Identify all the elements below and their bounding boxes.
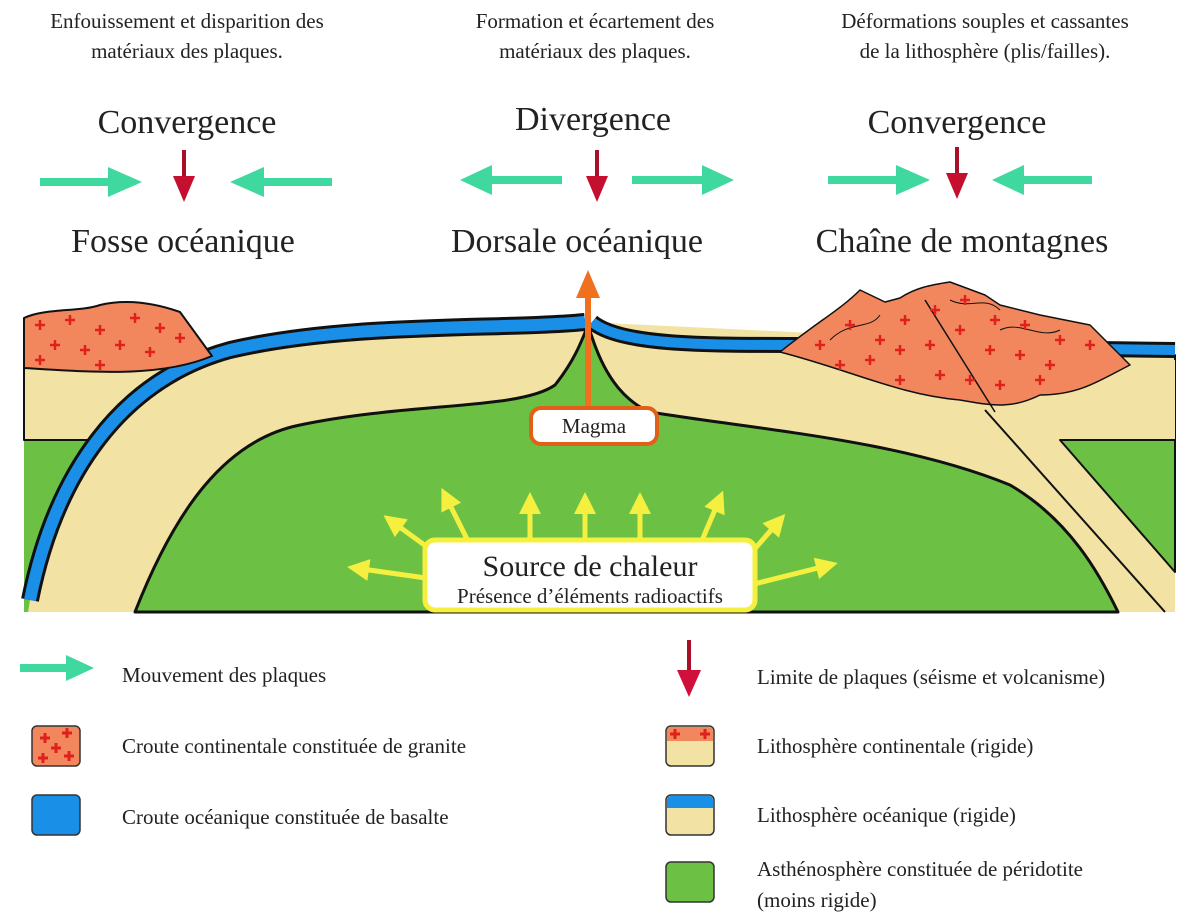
col1-structure: Fosse océanique	[71, 223, 295, 260]
plus-mark	[95, 360, 105, 370]
col3-movement: Convergence	[868, 104, 1047, 141]
movement-arrow-icon	[632, 165, 734, 195]
plus-mark	[35, 355, 45, 365]
plus-mark	[930, 305, 940, 315]
plus-mark	[865, 355, 875, 365]
legend-boundary-icon	[677, 640, 701, 697]
plus-mark	[985, 345, 995, 355]
plus-mark	[65, 315, 75, 325]
col3-structure: Chaîne de montagnes	[816, 223, 1109, 260]
heat-source-box	[422, 537, 758, 613]
legend-astheno-1: Asthénosphère constituée de péridotite	[757, 857, 1083, 881]
legend-movement-icon	[20, 655, 94, 681]
plus-mark	[960, 295, 970, 305]
col2-desc-2: matériaux des plaques.	[499, 39, 691, 63]
legend-oceanic-crust: Croute océanique constituée de basalte	[122, 805, 449, 829]
boundary-arrow-icon	[946, 147, 968, 199]
col1-desc-2: matériaux des plaques.	[91, 39, 283, 63]
plus-mark	[875, 335, 885, 345]
plus-mark	[1055, 335, 1065, 345]
boundary-arrow-icon	[586, 150, 608, 202]
col2-structure: Dorsale océanique	[451, 223, 703, 260]
plus-mark	[845, 320, 855, 330]
plus-mark	[900, 315, 910, 325]
plus-mark	[835, 360, 845, 370]
col2-movement: Divergence	[515, 101, 671, 138]
heat-arrow-icon	[441, 487, 473, 547]
legend-asthenosphere-icon	[665, 861, 715, 903]
legend-continental-crust: Croute continentale constituée de granit…	[122, 734, 466, 758]
legend-granite-icon	[31, 725, 81, 767]
granite-plus-marks	[35, 295, 1095, 390]
movement-arrow-icon	[992, 165, 1092, 195]
legend-basalt-icon	[31, 794, 81, 836]
plus-mark	[50, 340, 60, 350]
movement-arrow-icon	[460, 165, 562, 195]
movement-arrow-icon	[230, 167, 332, 197]
plus-mark	[115, 340, 125, 350]
plus-mark	[155, 323, 165, 333]
movement-arrow-icon	[828, 165, 930, 195]
plus-mark	[80, 345, 90, 355]
boundary-arrow-icon	[173, 150, 195, 202]
plus-mark	[1045, 360, 1055, 370]
legend-movement: Mouvement des plaques	[122, 663, 326, 687]
fold-lines	[829, 299, 1061, 341]
plus-mark	[1085, 340, 1095, 350]
legend-continental-litho: Lithosphère continentale (rigide)	[757, 734, 1033, 758]
heat-arrows	[347, 487, 838, 588]
mountain-range	[779, 281, 1131, 406]
plus-mark	[965, 375, 975, 385]
col1-desc-1: Enfouissement et disparition des	[50, 9, 324, 33]
plus-mark	[815, 340, 825, 350]
boundary-arrows	[173, 147, 968, 202]
plus-mark	[175, 333, 185, 343]
legend-oceanic-litho-icon	[665, 794, 715, 836]
heat-arrow-icon	[697, 490, 725, 546]
movement-arrows	[40, 165, 1092, 197]
plus-mark	[145, 347, 155, 357]
right-asthenosphere	[1059, 439, 1176, 573]
plus-mark	[935, 370, 945, 380]
plus-mark	[1015, 350, 1025, 360]
plus-mark	[130, 313, 140, 323]
magma-label: Magma	[562, 414, 627, 438]
plus-mark	[955, 325, 965, 335]
plus-mark	[895, 375, 905, 385]
col3-desc-1: Déformations souples et cassantes	[841, 9, 1129, 33]
legend: Mouvement des plaques Limite de plaques …	[20, 640, 1105, 912]
plus-mark	[895, 345, 905, 355]
plus-mark	[95, 325, 105, 335]
movement-arrow-icon	[40, 167, 142, 197]
col1-movement: Convergence	[98, 104, 277, 141]
heat-source-subtitle: Présence d’éléments radioactifs	[457, 584, 723, 608]
plus-mark	[925, 340, 935, 350]
legend-astheno-2: (moins rigide)	[757, 888, 877, 912]
fault-line	[924, 299, 996, 413]
magma-arrow-icon	[576, 270, 600, 410]
cross-section: Magma Source de chaleur Présence d’éléme…	[21, 270, 1176, 614]
right-slab-line	[984, 409, 1166, 613]
col3-desc-2: de la lithosphère (plis/failles).	[860, 39, 1111, 63]
plus-mark	[1035, 375, 1045, 385]
plus-mark	[1020, 320, 1030, 330]
legend-oceanic-litho: Lithosphère océanique (rigide)	[757, 803, 1016, 827]
legend-boundary: Limite de plaques (séisme et volcanisme)	[757, 665, 1105, 689]
magma-label-box	[529, 406, 659, 446]
plus-mark	[35, 320, 45, 330]
legend-continental-litho-icon	[665, 725, 715, 767]
plus-mark	[995, 380, 1005, 390]
column-headers: Enfouissement et disparition des matéria…	[50, 9, 1129, 260]
heat-source-title: Source de chaleur	[483, 550, 698, 583]
plus-mark	[990, 315, 1000, 325]
heat-arrow-icon	[749, 557, 838, 588]
col2-desc-1: Formation et écartement des	[476, 9, 715, 33]
